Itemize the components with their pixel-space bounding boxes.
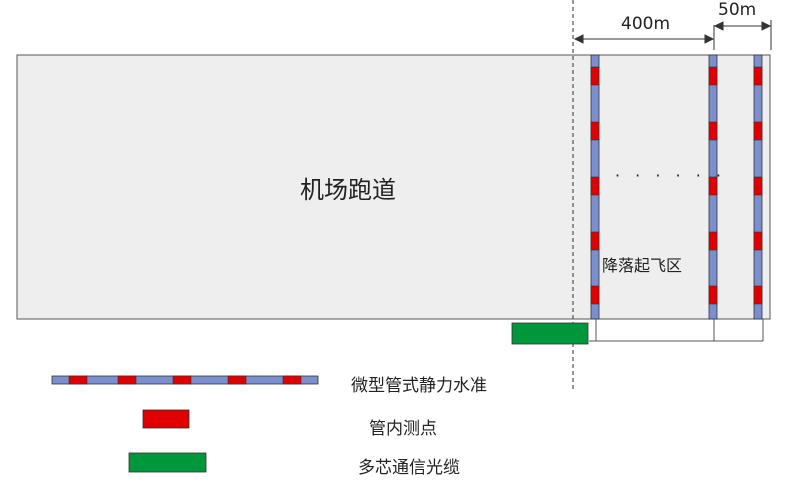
dimension-400m-arrow: [573, 34, 715, 44]
leveling-tube-2: [708, 54, 718, 320]
leveling-tube-3: [753, 54, 763, 320]
measure-point: [590, 176, 600, 196]
fiber-cable-box: [511, 322, 589, 345]
legend-measure-point-label: 管内测点: [369, 419, 437, 439]
legend-fiber-cable-label: 多芯通信光缆: [358, 458, 460, 478]
legend-measure-point-symbol: [142, 409, 190, 429]
runway-label: 机场跑道: [300, 176, 396, 204]
measure-point: [753, 176, 763, 196]
legend-leveling-label: 微型管式静力水准: [351, 376, 487, 396]
measure-point: [590, 66, 600, 86]
dimension-400m-label: 400m: [621, 14, 671, 34]
measure-point: [708, 285, 718, 305]
measure-point: [753, 285, 763, 305]
legend-fiber-cable-symbol: [128, 452, 207, 473]
measure-point: [590, 231, 600, 251]
measure-point: [708, 66, 718, 86]
dimension-50m-arrow: [713, 21, 772, 31]
measure-point: [708, 121, 718, 141]
legend-leveling-symbol: [51, 375, 319, 385]
measure-point: [590, 121, 600, 141]
leveling-tube-1: [590, 54, 600, 320]
measure-point: [590, 285, 600, 305]
measure-point: [753, 121, 763, 141]
measure-point: [708, 231, 718, 251]
measure-point: [708, 176, 718, 196]
cable-connection-lines: [589, 319, 764, 342]
measure-point: [753, 66, 763, 86]
landing-zone-label: 降落起飞区: [602, 252, 683, 276]
measure-point: [753, 231, 763, 251]
ellipsis-more-tubes: · · · · · ·: [615, 166, 726, 185]
dimension-50m-label: 50m: [718, 0, 757, 20]
